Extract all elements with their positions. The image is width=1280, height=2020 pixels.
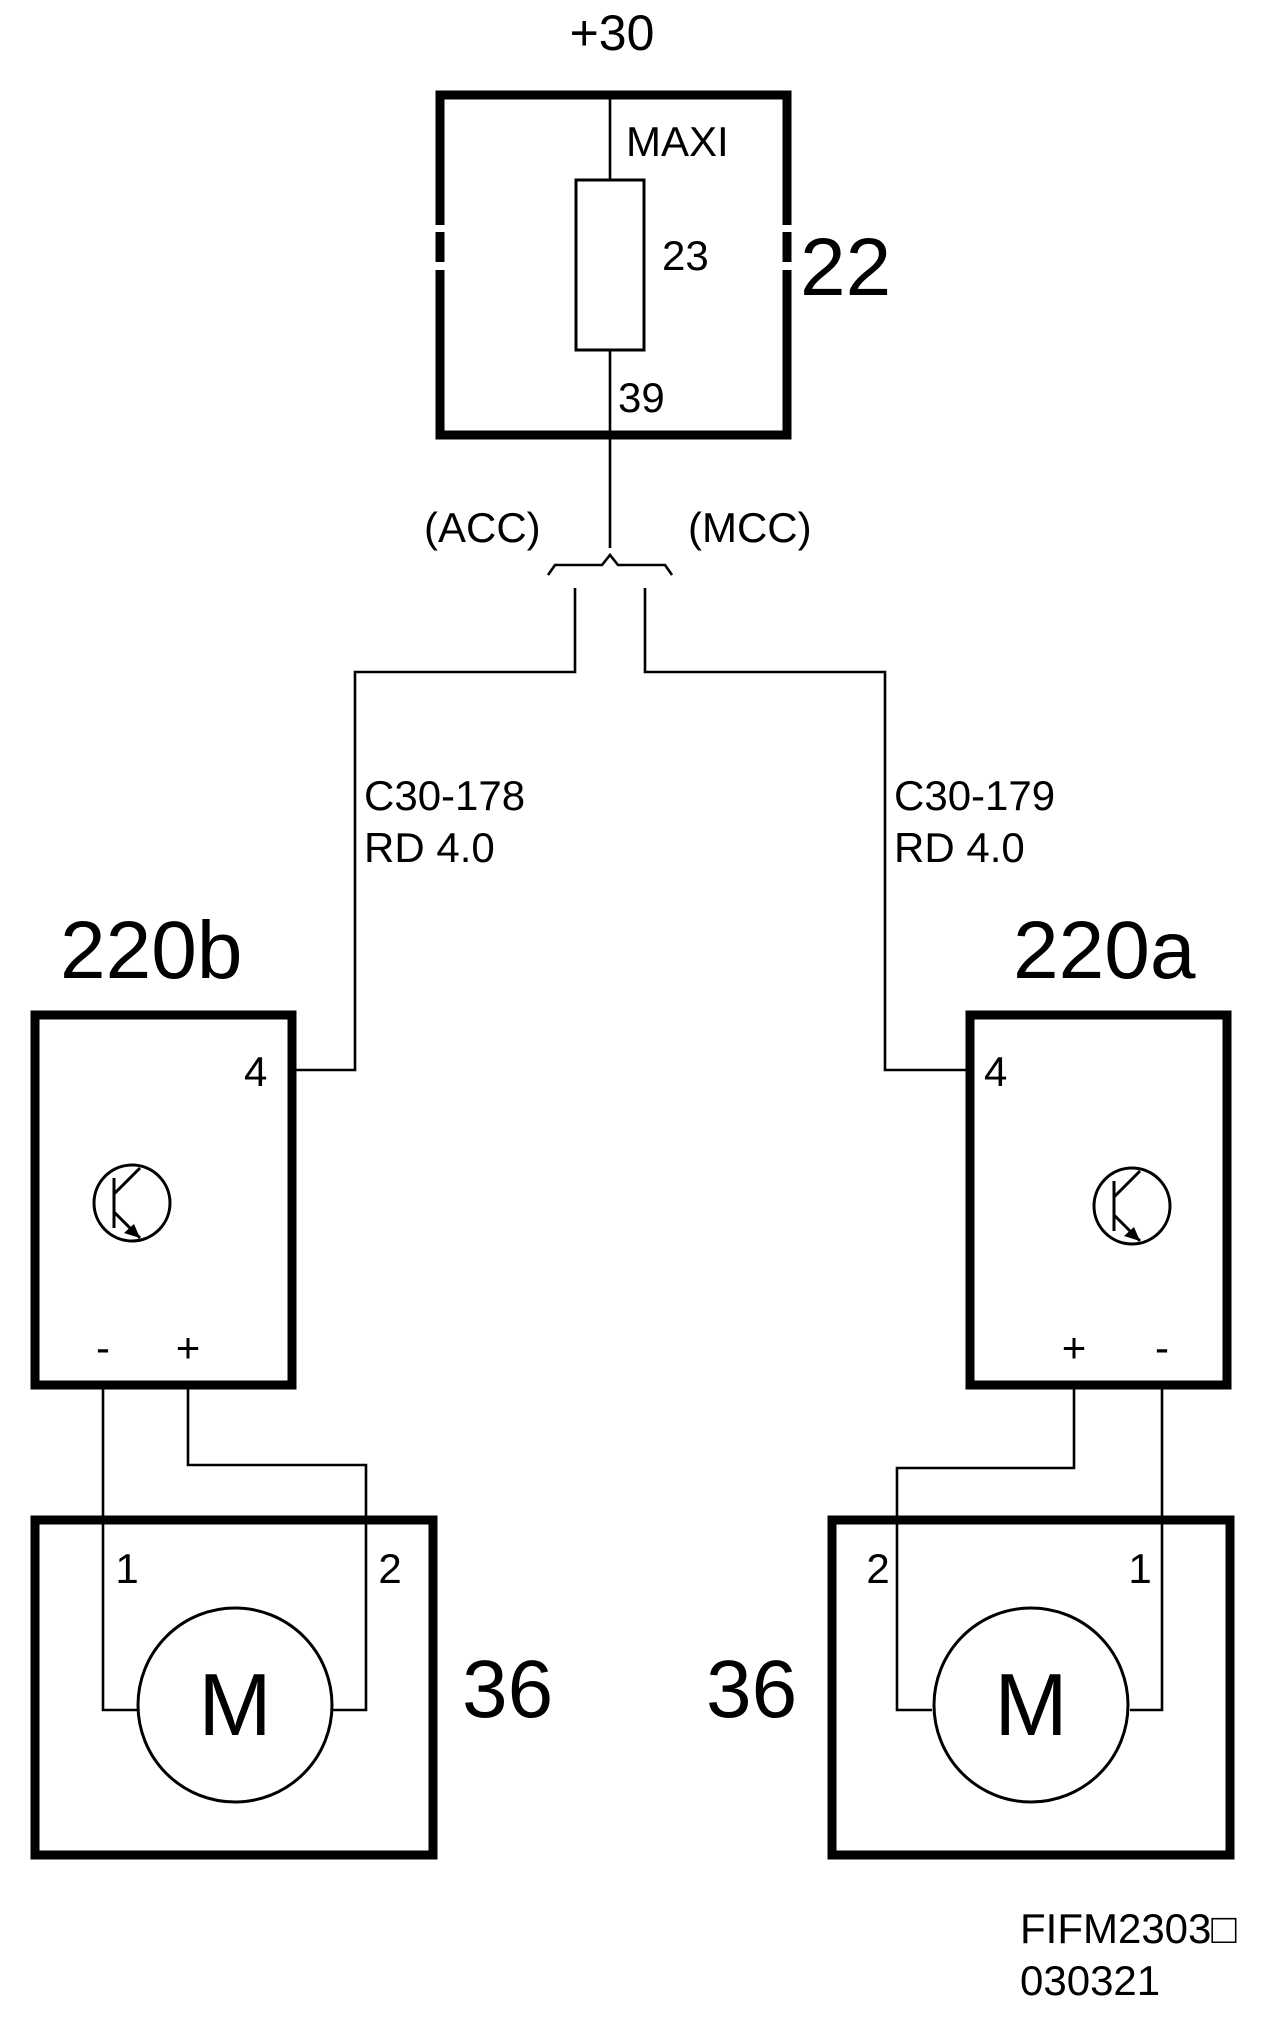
transistor-icon xyxy=(92,1163,172,1243)
motor-left-pin1: 1 xyxy=(115,1545,138,1592)
motor-icon xyxy=(136,1606,334,1804)
footer-code: FIFM2303□ xyxy=(1020,1905,1237,1952)
branch-label-mcc: (MCC) xyxy=(688,504,812,551)
branch-bracket xyxy=(546,552,674,576)
module-left-name: 220b xyxy=(60,905,242,996)
motor-left-box xyxy=(30,1515,438,1860)
fuse-box: MAXI 23 39 22 xyxy=(435,90,891,440)
wire-right-id: C30-179 xyxy=(894,772,1055,819)
motor-left-name: 36 xyxy=(462,1644,553,1735)
fuse-type-label: MAXI xyxy=(626,118,729,165)
motor-right-symbol: M xyxy=(994,1655,1067,1754)
module-left: 220b 4 - + xyxy=(30,905,297,1390)
motor-left: M 1 2 36 xyxy=(30,1515,553,1860)
fuse-number-label: 23 xyxy=(662,232,709,279)
module-right-name: 220a xyxy=(1013,905,1196,996)
fuse-box-top-frame xyxy=(435,90,792,225)
module-right-box xyxy=(965,1010,1232,1390)
fuse-element xyxy=(574,178,646,352)
motor-right-name: 36 xyxy=(706,1644,797,1735)
motor-right-pin2: 2 xyxy=(866,1545,889,1592)
transistor-icon xyxy=(1092,1166,1172,1246)
wire-right xyxy=(643,588,970,1072)
branch-label-acc: (ACC) xyxy=(424,504,541,551)
module-right-plus: + xyxy=(1062,1324,1087,1371)
module-left-minus: - xyxy=(96,1324,110,1371)
module-right-minus: - xyxy=(1155,1324,1169,1371)
motor-right-box xyxy=(827,1515,1235,1860)
motor-left-pin2: 2 xyxy=(378,1545,401,1592)
motor-left-wire-plus xyxy=(186,1385,368,1712)
fuse-box-bottom-frame xyxy=(435,270,792,440)
module-right-pin: 4 xyxy=(984,1048,1007,1095)
wire-left-spec: RD 4.0 xyxy=(364,824,495,871)
footer-date: 030321 xyxy=(1020,1957,1160,2004)
motor-left-symbol: M xyxy=(198,1655,271,1754)
fuse-terminal-label: 39 xyxy=(618,374,665,421)
wire-right-spec: RD 4.0 xyxy=(894,824,1025,871)
supply-label: +30 xyxy=(570,5,655,61)
motor-right-wire-plus xyxy=(895,1385,1076,1712)
fuse-box-number: 22 xyxy=(800,222,891,313)
motor-icon xyxy=(932,1606,1130,1804)
module-left-pin: 4 xyxy=(244,1048,267,1095)
motor-right: M 2 1 36 xyxy=(706,1515,1235,1860)
wire-left-id: C30-178 xyxy=(364,772,525,819)
motor-right-pin1: 1 xyxy=(1128,1545,1151,1592)
module-left-box xyxy=(30,1010,297,1390)
module-right: 220a 4 + - xyxy=(965,905,1232,1390)
wire-left xyxy=(292,588,577,1072)
module-left-plus: + xyxy=(176,1324,201,1371)
motor-left-wire-minus xyxy=(101,1385,138,1712)
motor-right-wire-minus xyxy=(1130,1385,1164,1712)
